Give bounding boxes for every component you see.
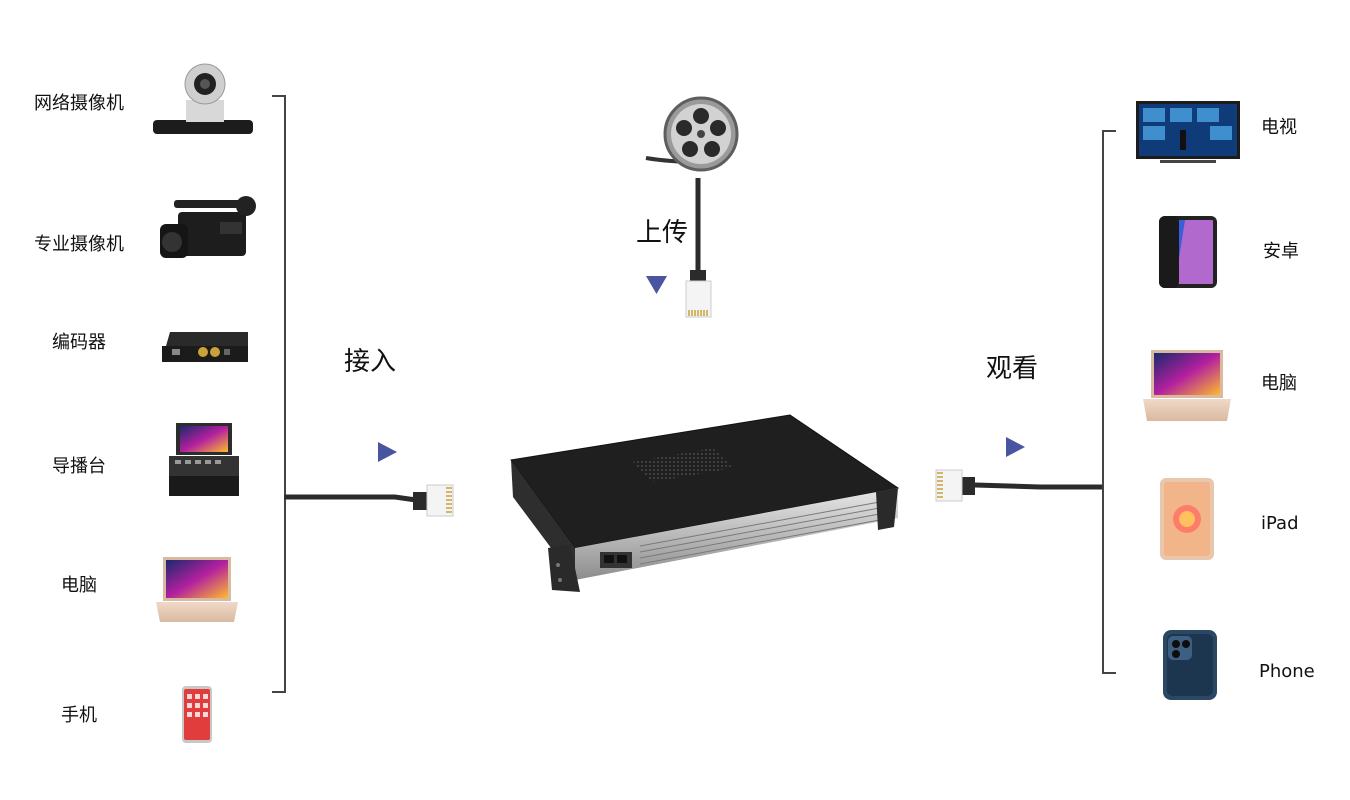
ptz-camera-icon (153, 63, 253, 134)
target-label-computer: 电脑 (1261, 373, 1297, 394)
source-label-phone: 手机 (61, 705, 97, 726)
source-label-computer: 电脑 (61, 575, 97, 596)
laptop-icon (1143, 350, 1231, 421)
target-bracket (1102, 130, 1116, 674)
encoder-box-icon (162, 332, 248, 362)
ingest-cable (284, 484, 454, 517)
android-phone-icon (1159, 216, 1217, 288)
broadcast-console-icon (169, 423, 239, 496)
iphone-icon (1163, 630, 1217, 700)
smartphone-icon (182, 686, 212, 743)
watch-arrow-icon (1006, 437, 1025, 457)
source-bracket (272, 95, 286, 693)
upload-label: 上传 (636, 218, 689, 248)
watch-label: 观看 (986, 354, 1039, 384)
ingest-label: 接入 (344, 347, 397, 377)
target-label-tv: 电视 (1261, 117, 1297, 138)
source-label-switcher: 导播台 (52, 456, 106, 477)
camcorder-icon (160, 196, 256, 258)
ingest-arrow-icon (378, 442, 397, 462)
source-label-ip-camera: 网络摄像机 (34, 93, 124, 114)
tablet-icon (1160, 478, 1214, 560)
source-label-encoder: 编码器 (52, 332, 106, 353)
tv-icon (1136, 101, 1240, 163)
target-label-ipad: iPad (1261, 513, 1299, 534)
streaming-server (510, 414, 900, 592)
laptop-icon (156, 557, 238, 622)
source-label-pro-camera: 专业摄像机 (34, 234, 124, 255)
target-label-phone: Phone (1259, 661, 1315, 682)
target-label-android: 安卓 (1263, 241, 1299, 262)
film-reel-icon (645, 96, 739, 172)
upload-cable (685, 178, 712, 318)
watch-cable (935, 469, 1102, 502)
upload-arrow-icon (646, 276, 667, 294)
